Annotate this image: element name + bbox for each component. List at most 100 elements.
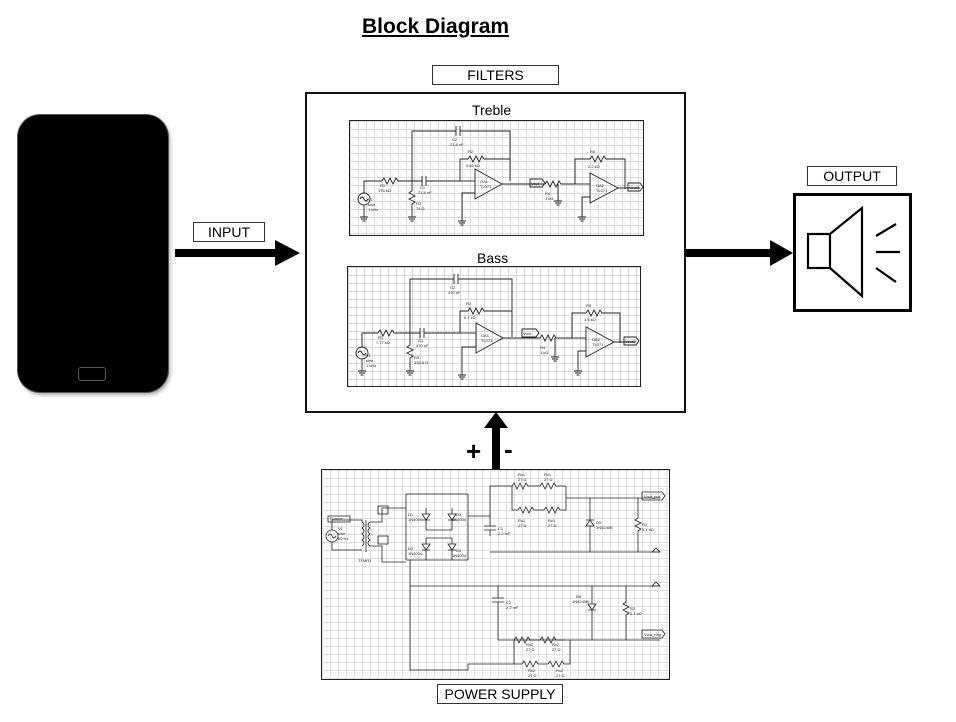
- svg-text:OA2: OA2: [592, 337, 601, 342]
- svg-text:Rx2: Rx2: [556, 668, 564, 673]
- filters-label: FILTERS: [432, 65, 559, 85]
- svg-text:470 nF: 470 nF: [448, 290, 461, 295]
- svg-text:1 kΩ: 1 kΩ: [540, 350, 548, 355]
- svg-text:TL071: TL071: [592, 342, 604, 347]
- svg-text:C2: C2: [450, 285, 456, 290]
- svg-text:Rx1: Rx1: [518, 518, 526, 523]
- svg-text:R5: R5: [586, 303, 592, 308]
- svg-text:27 Ω: 27 Ω: [544, 477, 553, 482]
- filters-panel: Treble: [305, 92, 686, 413]
- minus-sign: -: [504, 434, 513, 464]
- svg-text:338.6 Ω: 338.6 Ω: [414, 360, 428, 365]
- svg-text:R4: R4: [540, 345, 546, 350]
- svg-text:1 kΩ: 1 kΩ: [545, 196, 553, 201]
- power-arrow: [484, 412, 508, 470]
- svg-text:1N5240B: 1N5240B: [572, 599, 589, 604]
- speaker-box: [793, 193, 912, 312]
- svg-text:Rx2: Rx2: [528, 668, 536, 673]
- svg-text:Vout2: Vout2: [629, 185, 640, 190]
- svg-text:21.8 nF: 21.8 nF: [418, 190, 432, 195]
- svg-text:27 Ω: 27 Ω: [548, 523, 557, 528]
- svg-text:176 kΩ: 176 kΩ: [378, 188, 391, 193]
- svg-text:27 Ω: 27 Ω: [518, 477, 527, 482]
- svg-text:1 kHz: 1 kHz: [366, 363, 376, 368]
- svg-text:Vout2: Vout2: [625, 339, 636, 344]
- svg-text:R2: R2: [630, 606, 636, 611]
- svg-text:Rx1: Rx1: [518, 472, 526, 477]
- svg-text:sine: sine: [366, 358, 374, 363]
- svg-text:R4: R4: [545, 191, 551, 196]
- svg-text:R1: R1: [380, 183, 386, 188]
- svg-text:1N5240B: 1N5240B: [596, 525, 613, 530]
- svg-text:27 Ω: 27 Ω: [526, 647, 535, 652]
- svg-text:1N4004: 1N4004: [452, 553, 467, 558]
- svg-text:6.7 kΩ: 6.7 kΩ: [464, 315, 476, 320]
- svg-text:Rx2: Rx2: [526, 642, 534, 647]
- svg-text:74 Ω: 74 Ω: [416, 206, 425, 211]
- svg-text:C1: C1: [420, 185, 426, 190]
- svg-text:5.1 kΩ: 5.1 kΩ: [630, 611, 642, 616]
- svg-text:R3: R3: [414, 355, 420, 360]
- svg-text:7.77 kΩ: 7.77 kΩ: [376, 340, 390, 345]
- svg-text:C1: C1: [498, 526, 504, 531]
- smartphone-image: [18, 115, 168, 392]
- svg-text:Vout_neg: Vout_neg: [644, 632, 661, 637]
- svg-text:Vout_pos: Vout_pos: [644, 494, 661, 499]
- svg-text:R2: R2: [466, 301, 472, 306]
- svg-text:D2: D2: [408, 546, 414, 551]
- svg-text:OA2: OA2: [596, 183, 605, 188]
- svg-text:R5: R5: [590, 149, 596, 154]
- home-button-icon: [78, 367, 106, 381]
- svg-text:C2: C2: [452, 137, 458, 142]
- svg-text:TFMR1: TFMR1: [358, 558, 372, 563]
- plus-sign: +: [466, 436, 482, 466]
- treble-title: Treble: [472, 102, 512, 118]
- svg-text:D1: D1: [408, 512, 414, 517]
- svg-text:V1: V1: [366, 353, 372, 358]
- bass-title: Bass: [477, 250, 509, 266]
- svg-text:2.2 mF: 2.2 mF: [506, 605, 519, 610]
- svg-text:60 Hz: 60 Hz: [338, 536, 348, 541]
- svg-text:D4: D4: [456, 548, 462, 553]
- svg-text:R3: R3: [416, 201, 422, 206]
- svg-text:C2: C2: [506, 600, 512, 605]
- svg-text:27 Ω: 27 Ω: [518, 523, 527, 528]
- svg-text:D6: D6: [576, 594, 582, 599]
- svg-text:Rx2: Rx2: [552, 642, 560, 647]
- svg-text:R1: R1: [642, 522, 648, 527]
- svg-text:470 nF: 470 nF: [416, 343, 429, 348]
- svg-text:TL071: TL071: [596, 188, 608, 193]
- page-title: Block Diagram: [362, 15, 510, 38]
- svg-text:1.5 kΩ: 1.5 kΩ: [584, 317, 596, 322]
- svg-text:Rx1: Rx1: [548, 518, 556, 523]
- svg-text:D3: D3: [456, 512, 462, 517]
- svg-text:9.65 kΩ: 9.65 kΩ: [466, 163, 480, 168]
- svg-text:2.2 mF: 2.2 mF: [498, 531, 511, 536]
- svg-text:27 Ω: 27 Ω: [552, 647, 561, 652]
- svg-text:Rx1: Rx1: [544, 472, 552, 477]
- power-supply-label: POWER SUPPLY: [437, 684, 563, 704]
- svg-text:27 Ω: 27 Ω: [528, 673, 537, 678]
- output-arrow: [686, 240, 793, 266]
- svg-text:21.8 nF: 21.8 nF: [450, 142, 464, 147]
- svg-text:1 kHz: 1 kHz: [368, 207, 378, 212]
- svg-text:TL071: TL071: [480, 184, 492, 189]
- svg-text:Vout: Vout: [531, 181, 540, 186]
- svg-text:V1: V1: [368, 197, 374, 202]
- output-label: OUTPUT: [807, 166, 897, 186]
- svg-text:2.2 kΩ: 2.2 kΩ: [588, 164, 600, 169]
- input-label: INPUT: [193, 222, 265, 242]
- svg-text:sine: sine: [368, 202, 376, 207]
- svg-text:TL071: TL071: [481, 338, 493, 343]
- svg-text:OA1: OA1: [480, 179, 489, 184]
- svg-text:R2: R2: [468, 149, 474, 154]
- svg-text:1N4004: 1N4004: [452, 517, 467, 522]
- svg-text:Vout: Vout: [523, 331, 532, 336]
- svg-text:1N4004: 1N4004: [408, 551, 423, 556]
- svg-text:OA1: OA1: [481, 333, 490, 338]
- svg-text:C1: C1: [418, 338, 424, 343]
- svg-text:5.1 kΩ: 5.1 kΩ: [642, 527, 654, 532]
